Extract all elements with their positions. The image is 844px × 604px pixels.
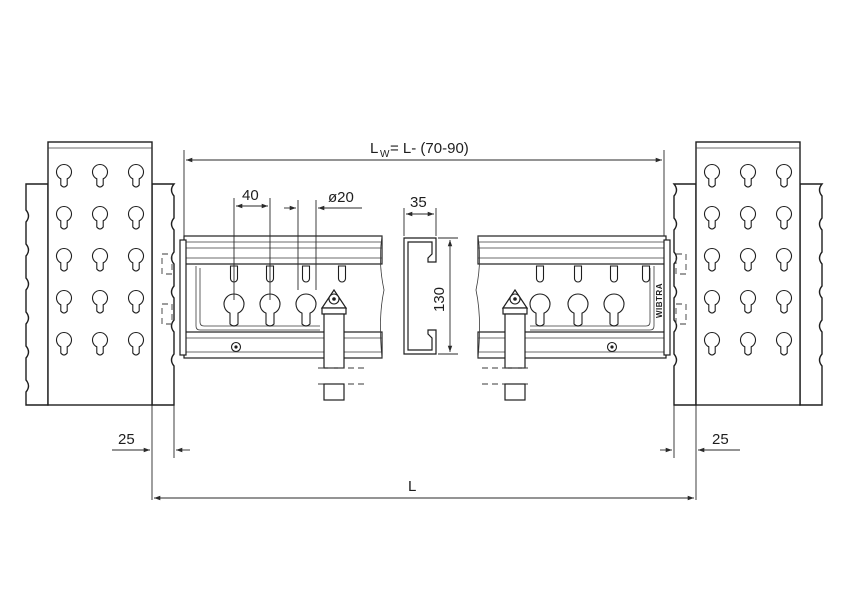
keyhole-slot bbox=[775, 289, 793, 314]
keyhole-slot bbox=[775, 331, 793, 356]
height-130-label: 130 bbox=[431, 287, 448, 312]
keyhole-slot bbox=[775, 205, 793, 230]
lw-main-label: L bbox=[370, 140, 378, 157]
rail-slot bbox=[301, 265, 311, 283]
rail-hole bbox=[259, 293, 281, 327]
right-rail-slots bbox=[529, 265, 651, 327]
keyhole-slot bbox=[91, 163, 109, 188]
keyhole-slot bbox=[55, 331, 73, 356]
rail-slot bbox=[573, 265, 583, 283]
pitch-40-label: 40 bbox=[242, 187, 259, 204]
rail-hole bbox=[223, 293, 245, 327]
hole-d20-label: ø20 bbox=[328, 189, 354, 206]
keyhole-slot bbox=[739, 289, 757, 314]
rail-slot bbox=[535, 265, 545, 283]
left-rail-slots bbox=[223, 265, 347, 327]
keyhole-slot bbox=[91, 289, 109, 314]
keyhole-slot bbox=[127, 331, 145, 356]
keyhole-slot bbox=[739, 163, 757, 188]
keyhole-slot bbox=[127, 289, 145, 314]
keyhole-slot bbox=[127, 163, 145, 188]
dimension-lw: L W = L- (70-90) bbox=[183, 140, 665, 236]
right-side-plate bbox=[672, 183, 697, 406]
left-ladder-panel bbox=[25, 141, 176, 406]
keyhole-slot bbox=[91, 331, 109, 356]
keyhole-slot bbox=[91, 247, 109, 272]
left-keyhole-grid bbox=[55, 163, 145, 356]
keyhole-slot bbox=[703, 163, 721, 188]
keyhole-slot bbox=[703, 331, 721, 356]
keyhole-slot bbox=[127, 205, 145, 230]
dimension-left-25: 25 bbox=[112, 405, 190, 500]
dimension-35: 35 bbox=[403, 194, 437, 236]
keyhole-slot bbox=[703, 247, 721, 272]
width-35-label: 35 bbox=[410, 194, 427, 211]
left-rail-assembly bbox=[179, 235, 385, 401]
keyhole-slot bbox=[127, 247, 145, 272]
left-side-plate bbox=[151, 183, 176, 406]
lw-sub-label: W bbox=[380, 149, 390, 160]
rail-hole bbox=[567, 293, 589, 327]
dimension-right-25: 25 bbox=[660, 405, 740, 500]
left-rear-plate bbox=[25, 183, 49, 406]
rail-hole bbox=[295, 293, 317, 327]
rail-slot bbox=[337, 265, 347, 283]
keyhole-slot bbox=[91, 205, 109, 230]
rail-slot bbox=[641, 265, 651, 283]
keyhole-slot bbox=[739, 205, 757, 230]
brand-label: WIBTRA bbox=[655, 283, 664, 318]
right-rear-plate bbox=[799, 183, 824, 406]
lw-formula-label: = L- (70-90) bbox=[390, 140, 469, 157]
keyhole-slot bbox=[775, 247, 793, 272]
right-rail-assembly: WIBTRA bbox=[475, 235, 671, 401]
total-l-label: L bbox=[408, 478, 416, 495]
rail-hole bbox=[603, 293, 625, 327]
dimension-40: 40 bbox=[233, 187, 271, 300]
rail-hole bbox=[529, 293, 551, 327]
left-25-label: 25 bbox=[118, 431, 135, 448]
keyhole-slot bbox=[739, 331, 757, 356]
dimension-130: 130 bbox=[431, 237, 458, 355]
keyhole-slot bbox=[775, 163, 793, 188]
rail-cross-section bbox=[403, 237, 437, 355]
right-ladder-panel bbox=[672, 141, 824, 406]
right-25-label: 25 bbox=[712, 431, 729, 448]
rail-slot bbox=[609, 265, 619, 283]
keyhole-slot bbox=[703, 289, 721, 314]
keyhole-slot bbox=[739, 247, 757, 272]
dimension-total-l: L bbox=[154, 478, 694, 501]
dimension-d20: ø20 bbox=[284, 189, 362, 290]
keyhole-slot bbox=[55, 163, 73, 188]
keyhole-slot bbox=[55, 289, 73, 314]
right-keyhole-grid bbox=[703, 163, 793, 356]
keyhole-slot bbox=[703, 205, 721, 230]
keyhole-slot bbox=[55, 205, 73, 230]
keyhole-slot bbox=[55, 247, 73, 272]
